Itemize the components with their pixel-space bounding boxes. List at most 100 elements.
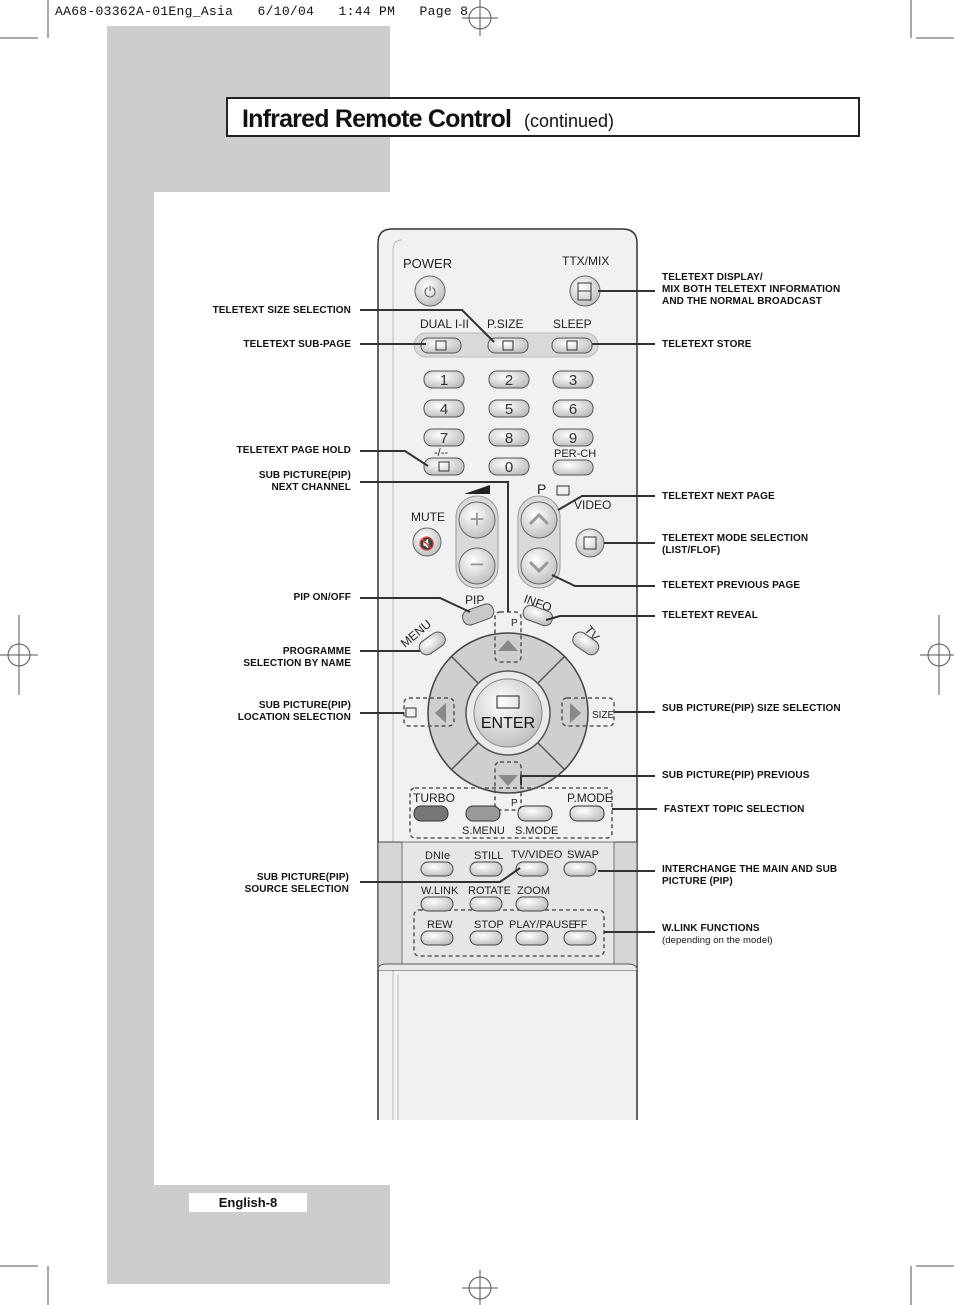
info-button: [522, 604, 554, 627]
remote-label: ⏻: [424, 284, 436, 301]
title-box: Infrared Remote Control (continued): [226, 97, 860, 137]
wlink-button: [420, 896, 454, 912]
remote-label: PIP: [465, 593, 484, 607]
perch-button: [552, 459, 594, 476]
label-pip-on-off: PIP ON/OFF: [293, 592, 351, 603]
remote-label: FF: [574, 919, 588, 931]
dual-button: [420, 337, 462, 354]
tv-button: [572, 631, 600, 656]
remote-label: P: [511, 798, 518, 809]
pip-button: [462, 603, 495, 626]
remote-label: ROTATE: [468, 885, 511, 897]
pmode-button: [569, 805, 605, 822]
label-teletext-sub-page: TELETEXT SUB-PAGE: [243, 339, 351, 350]
remote-label: STOP: [474, 919, 504, 931]
dnie-button: [420, 861, 454, 877]
number-keys: 1 2 3 4 5 6 7 8 9 0: [423, 370, 594, 476]
label-teletext-page-hold: TELETEXT PAGE HOLD: [236, 445, 351, 456]
remote-label: REW: [427, 919, 453, 931]
volume-up-button: [458, 501, 496, 539]
remote-label: PER-CH: [554, 448, 596, 460]
label-teletext-mode-selection: TELETEXT MODE SELECTION(LIST/FLOF): [662, 533, 809, 556]
remote-label: ZOOM: [517, 885, 550, 897]
remote-label: P.MODE: [567, 791, 613, 805]
label-teletext-store: TELETEXT STORE: [662, 339, 752, 350]
remote-label: SLEEP: [553, 317, 592, 331]
menu-button: [418, 631, 446, 656]
playpause-button: [515, 930, 549, 946]
remote-label: DUAL I-II: [420, 317, 469, 331]
remote-label: P.SIZE: [487, 317, 523, 331]
remote-label: 3: [569, 372, 577, 389]
mute-button: [412, 527, 442, 557]
label-wlink-functions: W.LINK FUNCTIONS(depending on the model): [662, 923, 773, 946]
remote-label: TV/VIDEO: [511, 849, 563, 861]
remote-label: S.MENU: [462, 825, 505, 837]
label-fastext-topic-selection: FASTEXT TOPIC SELECTION: [664, 804, 805, 815]
remote-label: 7: [440, 430, 448, 447]
remote-label: DNIe: [425, 850, 450, 862]
rew-button: [420, 930, 454, 946]
label-pip-next-channel: SUB PICTURE(PIP)NEXT CHANNEL: [258, 470, 351, 493]
page-title: Infrared Remote Control: [242, 105, 512, 133]
power-button: [414, 275, 446, 307]
remote-label: +: [469, 504, 484, 534]
remote-label: 0: [505, 459, 513, 476]
remote-label: W.LINK: [421, 885, 459, 897]
ff-button: [563, 930, 597, 946]
remote-label: 🔇: [419, 536, 435, 551]
volume-down-button: [458, 547, 496, 585]
remote-label: S.MODE: [515, 825, 558, 837]
remote-label: 4: [440, 401, 448, 418]
dash-button: [423, 457, 465, 476]
label-teletext-size-selection: TELETEXT SIZE SELECTION: [212, 305, 351, 316]
remote-label: TURBO: [413, 791, 455, 805]
zoom-button: [515, 896, 549, 912]
remote-label: P: [511, 618, 518, 629]
page-subtitle: (continued): [524, 111, 615, 131]
smenu-button: [465, 805, 501, 822]
psize-button: [487, 337, 529, 354]
label-pip-previous: SUB PICTURE(PIP) PREVIOUS: [662, 770, 810, 781]
remote-label: SWAP: [567, 849, 599, 861]
page-number: English-8: [189, 1193, 307, 1212]
remote-label: MUTE: [411, 510, 445, 524]
tvvideo-button: [515, 861, 549, 877]
print-header: AA68-03362A-01Eng_Asia 6/10/04 1:44 PM P…: [55, 4, 469, 19]
remote-label: VIDEO: [574, 498, 611, 512]
remote-label: PLAY/PAUSE: [509, 919, 576, 931]
remote-label: −: [469, 549, 484, 579]
label-teletext-next-page: TELETEXT NEXT PAGE: [662, 491, 775, 502]
remote-label: 6: [569, 401, 577, 418]
ttx-mix-label: TTX/MIX: [562, 254, 609, 268]
remote-label: 9: [569, 430, 577, 447]
label-pip-size-selection: SUB PICTURE(PIP) SIZE SELECTION: [662, 703, 841, 714]
remote-label: 1: [440, 372, 448, 389]
remote-label: 8: [505, 430, 513, 447]
label-teletext-display: TELETEXT DISPLAY/MIX BOTH TELETEXT INFOR…: [662, 272, 841, 307]
remote-label: -/--: [434, 447, 448, 459]
video-button: [575, 528, 605, 558]
rotate-button: [469, 896, 503, 912]
turbo-button: [413, 805, 449, 822]
power-label: POWER: [403, 256, 452, 271]
remote-label: STILL: [474, 850, 503, 862]
remote-label: P: [537, 481, 546, 497]
label-teletext-previous-page: TELETEXT PREVIOUS PAGE: [662, 580, 801, 591]
sleep-button: [551, 337, 593, 354]
still-button: [469, 861, 503, 877]
label-pip-location-selection: SUB PICTURE(PIP)LOCATION SELECTION: [237, 700, 351, 723]
label-pip-source-selection: SUB PICTURE(PIP)SOURCE SELECTION: [244, 872, 349, 895]
remote-label: ENTER: [481, 715, 535, 732]
remote-label: SIZE: [592, 710, 615, 721]
channel-down-button: [520, 547, 558, 585]
swap-button: [563, 861, 597, 877]
label-teletext-reveal: TELETEXT REVEAL: [662, 610, 758, 621]
remote-label: 5: [505, 401, 513, 418]
channel-up-button: [520, 501, 558, 539]
stop-button: [469, 930, 503, 946]
